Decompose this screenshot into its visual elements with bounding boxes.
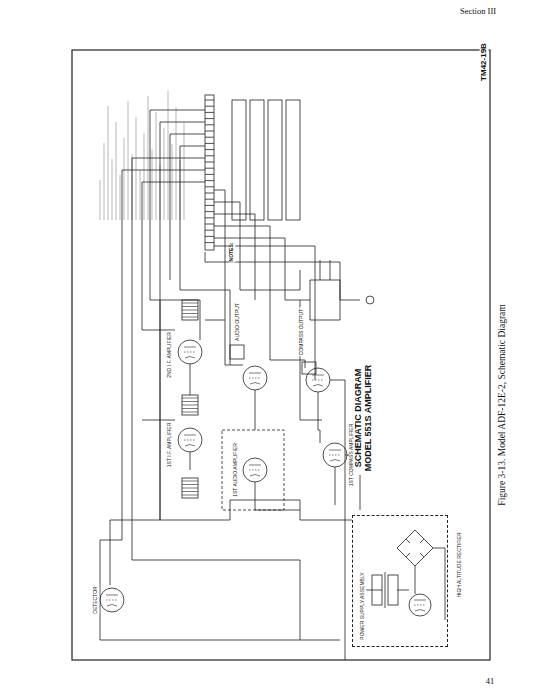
tube-electrodes — [106, 347, 426, 611]
external-circuit — [300, 260, 374, 320]
figure-caption: Figure 3-13. Model ADF-12E-2, Schematic … — [497, 303, 507, 506]
section-heading: Section III — [459, 7, 497, 16]
page-number: 41 — [485, 677, 496, 686]
terminal-ticks — [205, 100, 214, 243]
stage-label: 1ST I.F. AMPLIFIER — [167, 422, 173, 469]
notes-heading: NOTES: — [229, 242, 235, 263]
figure-frame — [72, 50, 490, 660]
document-number: TM42-19B — [480, 42, 489, 82]
stage-label: COMPASS OUTPUT — [299, 308, 305, 357]
power-supply-box: POWER SUPPLY ASSEMBLY — [352, 515, 448, 647]
connection-table — [232, 100, 300, 220]
stage-label: 2ND I.F. AMPLIFIER — [167, 331, 173, 379]
terminal-strip — [205, 95, 214, 250]
coil-windings — [182, 303, 198, 495]
schematic-title: SCHEMATIC DIAGRAM MODEL 551S AMPLIFIER — [354, 361, 374, 475]
bridge-rectifier — [397, 530, 433, 566]
assembly-label: POWER SUPPLY ASSEMBLY — [360, 571, 366, 640]
audio-stage-shield — [222, 430, 284, 510]
wiring — [100, 110, 360, 660]
stage-label: 1ST AUDIO AMPLIFIER — [233, 442, 239, 498]
if-transformer — [182, 300, 316, 498]
vacuum-tube — [100, 340, 431, 616]
power-transformer — [360, 548, 445, 620]
stage-label: DETECTOR — [93, 585, 99, 614]
stage-label: AUDIO OUTPUT — [235, 302, 241, 342]
stage-label: HIGH ALTITUDE RECTIFIER — [457, 531, 463, 598]
